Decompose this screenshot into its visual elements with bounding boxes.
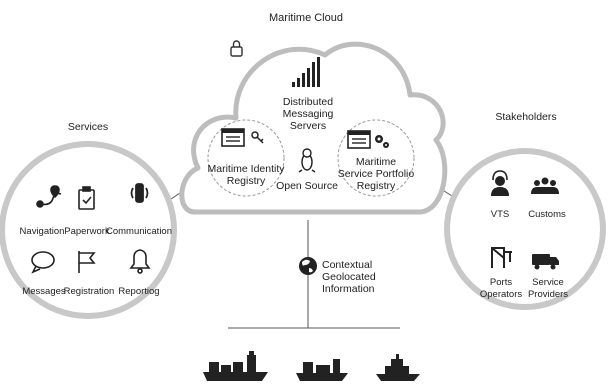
passenger-ship-icon [376,354,420,381]
penguin-icon [298,148,316,173]
ports-line-2: Operators [479,289,523,300]
navigation-route-icon [36,185,62,208]
container-ship-icon [203,351,268,381]
gears-icon [375,135,389,148]
service-label-messages: Messages [22,286,66,297]
service-label-registration: Registration [63,286,115,297]
identity-registry-label: Maritime Identity Registry [200,163,292,187]
messaging-line-3: Servers [289,120,327,132]
truck-icon [532,254,559,270]
geo-line-2: Geolocated [322,271,376,283]
portfolio-registry-label: Maritime Service Portfolio Registry [330,156,422,192]
crane-icon [491,247,512,268]
globe-icon [299,257,317,275]
portfolio-line-2: Service Portfolio [337,168,415,180]
stakeholder-label-customs: Customs [528,209,566,220]
identity-registry-circle [207,119,285,197]
ports-line-1: Ports [489,277,513,288]
maritime-cloud-shape [179,41,448,215]
speech-bubble-icon [31,251,55,274]
portfolio-window-icon [347,130,371,149]
stakeholder-label-vts: VTS [490,209,510,220]
padlock-icon [230,40,243,57]
stakeholder-label-ports-operators: Ports Operators [476,277,526,301]
services-circle [0,141,177,319]
registry-window-icon [221,128,245,147]
people-group-icon [531,177,559,194]
identity-line-1: Maritime Identity [207,163,285,175]
signal-bars-icon [292,57,320,87]
service-label-navigation: Navigation [19,226,65,237]
key-icon [251,131,264,144]
messaging-line-1: Distributed [282,96,334,108]
service-label-reporting: Reportiog [118,286,160,297]
clipboard-icon [78,186,95,210]
portfolio-registry-circle [337,119,415,197]
service-label-communication: Communication [106,226,172,237]
open-source-label: Open Source [276,180,338,192]
geo-line-1: Contextual [322,259,373,271]
bell-icon [129,249,151,274]
geo-line-3: Information [322,283,375,295]
service-label-paperwork: Paperwork [64,226,110,237]
stakeholders-heading: Stakeholders [495,111,557,123]
diagram-title: Maritime Cloud [269,12,343,24]
flag-icon [78,251,96,273]
services-heading: Services [67,121,109,133]
cargo-ship-icon [296,359,348,381]
geolocated-info-label: Contextual Geolocated Information [322,259,402,295]
operator-icon [491,170,509,196]
stakeholders-circle [444,148,606,310]
messaging-servers-label: Distributed Messaging Servers [268,96,348,132]
portfolio-line-3: Registry [356,180,396,192]
portfolio-line-1: Maritime [355,156,397,168]
identity-line-2: Registry [226,175,266,187]
providers-line-2: Providers [527,289,569,300]
stakeholder-label-service-providers: Service Providers [520,277,576,301]
radio-handset-icon [130,183,149,203]
providers-line-1: Service [532,277,564,288]
messaging-line-2: Messaging [282,108,334,120]
